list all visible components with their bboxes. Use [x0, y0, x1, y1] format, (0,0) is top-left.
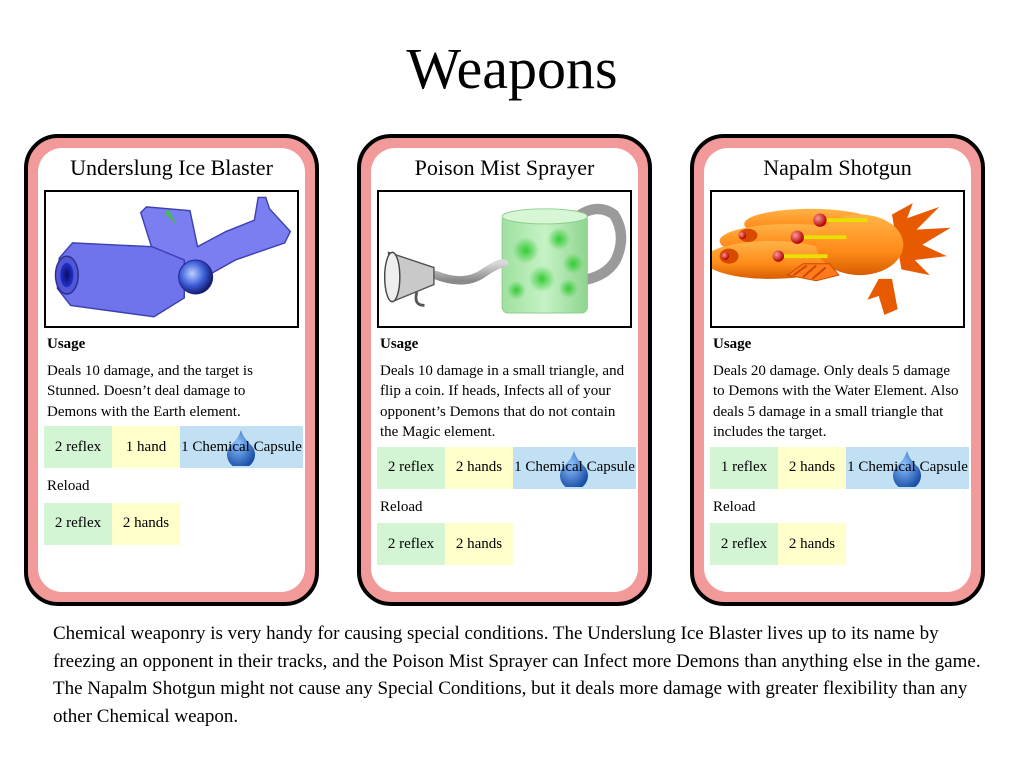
ice-blaster-icon: [54, 196, 292, 318]
card-title: Poison Mist Sprayer: [414, 155, 595, 180]
capsule-cost-label: 1 Chemical Capsule: [181, 438, 302, 455]
reload-reflex-cost: 2 reflex: [44, 502, 112, 545]
usage-cost-row: 2 reflex 2 hands 1 Chemical Capsule: [377, 446, 636, 489]
footer-description: Chemical weaponry is very handy for caus…: [53, 623, 981, 727]
usage-hands-cost: 2 hands: [445, 446, 513, 489]
capsule-cost-label: 1 Chemical Capsule: [514, 459, 635, 476]
weapon-card-underslung-ice-blaster: Underslung Ice Blaster: [24, 134, 319, 606]
chemical-capsule-icon: [560, 450, 588, 487]
reload-reflex-cost: 2 reflex: [377, 523, 445, 565]
usage-description: Deals 20 damage. Only deals 5 damage to …: [713, 362, 959, 441]
reload-label: Reload: [47, 478, 90, 494]
usage-cost-row: 1 reflex 2 hands 1 Chemical Capsule: [710, 446, 969, 489]
usage-reflex-cost: 2 reflex: [44, 426, 112, 468]
usage-cost-row: 2 reflex 1 hand 1 Chemical Capsule: [44, 426, 303, 468]
poison-mist-sprayer-illustration: [377, 190, 632, 328]
usage-label: Usage: [47, 336, 86, 352]
napalm-shotgun-illustration: [710, 190, 965, 328]
reload-label: Reload: [713, 498, 756, 515]
usage-description: Deals 10 damage, and the target is Stunn…: [47, 362, 253, 420]
reload-reflex-cost: 2 reflex: [710, 523, 778, 565]
weapon-card-napalm-shotgun: Napalm Shotgun: [690, 134, 985, 606]
usage-description: Deals 10 damage in a small triangle, and…: [380, 362, 625, 441]
reload-hands-cost: 2 hands: [112, 502, 180, 545]
usage-reflex-cost: 1 reflex: [710, 446, 778, 489]
ice-blaster-illustration: [44, 190, 299, 328]
reload-cost-row: 2 reflex 2 hands: [377, 523, 636, 565]
weapon-card-poison-mist-sprayer: Poison Mist Sprayer: [357, 134, 652, 606]
usage-hands-cost: 2 hands: [778, 446, 846, 489]
card-title: Underslung Ice Blaster: [70, 155, 273, 180]
card-title: Napalm Shotgun: [763, 155, 912, 180]
usage-capsule-cost: 1 Chemical Capsule: [846, 446, 969, 489]
usage-hands-cost: 1 hand: [112, 426, 180, 468]
usage-capsule-cost: 1 Chemical Capsule: [180, 426, 303, 468]
poison-sprayer-icon: [383, 203, 627, 314]
chemical-capsule-icon: [893, 450, 921, 487]
reload-cost-row: 2 reflex 2 hands: [710, 523, 969, 565]
reload-label: Reload: [380, 498, 423, 515]
usage-reflex-cost: 2 reflex: [377, 446, 445, 489]
napalm-shotgun-icon: [712, 203, 951, 315]
reload-hands-cost: 2 hands: [778, 523, 846, 565]
page-title: Weapons: [406, 36, 618, 101]
reload-cost-row: 2 reflex 2 hands: [44, 502, 303, 545]
usage-label: Usage: [713, 336, 752, 352]
reload-hands-cost: 2 hands: [445, 523, 513, 565]
usage-capsule-cost: 1 Chemical Capsule: [513, 446, 636, 489]
capsule-cost-label: 1 Chemical Capsule: [847, 459, 968, 476]
usage-label: Usage: [380, 336, 419, 352]
chemical-capsule-icon: [227, 430, 255, 466]
